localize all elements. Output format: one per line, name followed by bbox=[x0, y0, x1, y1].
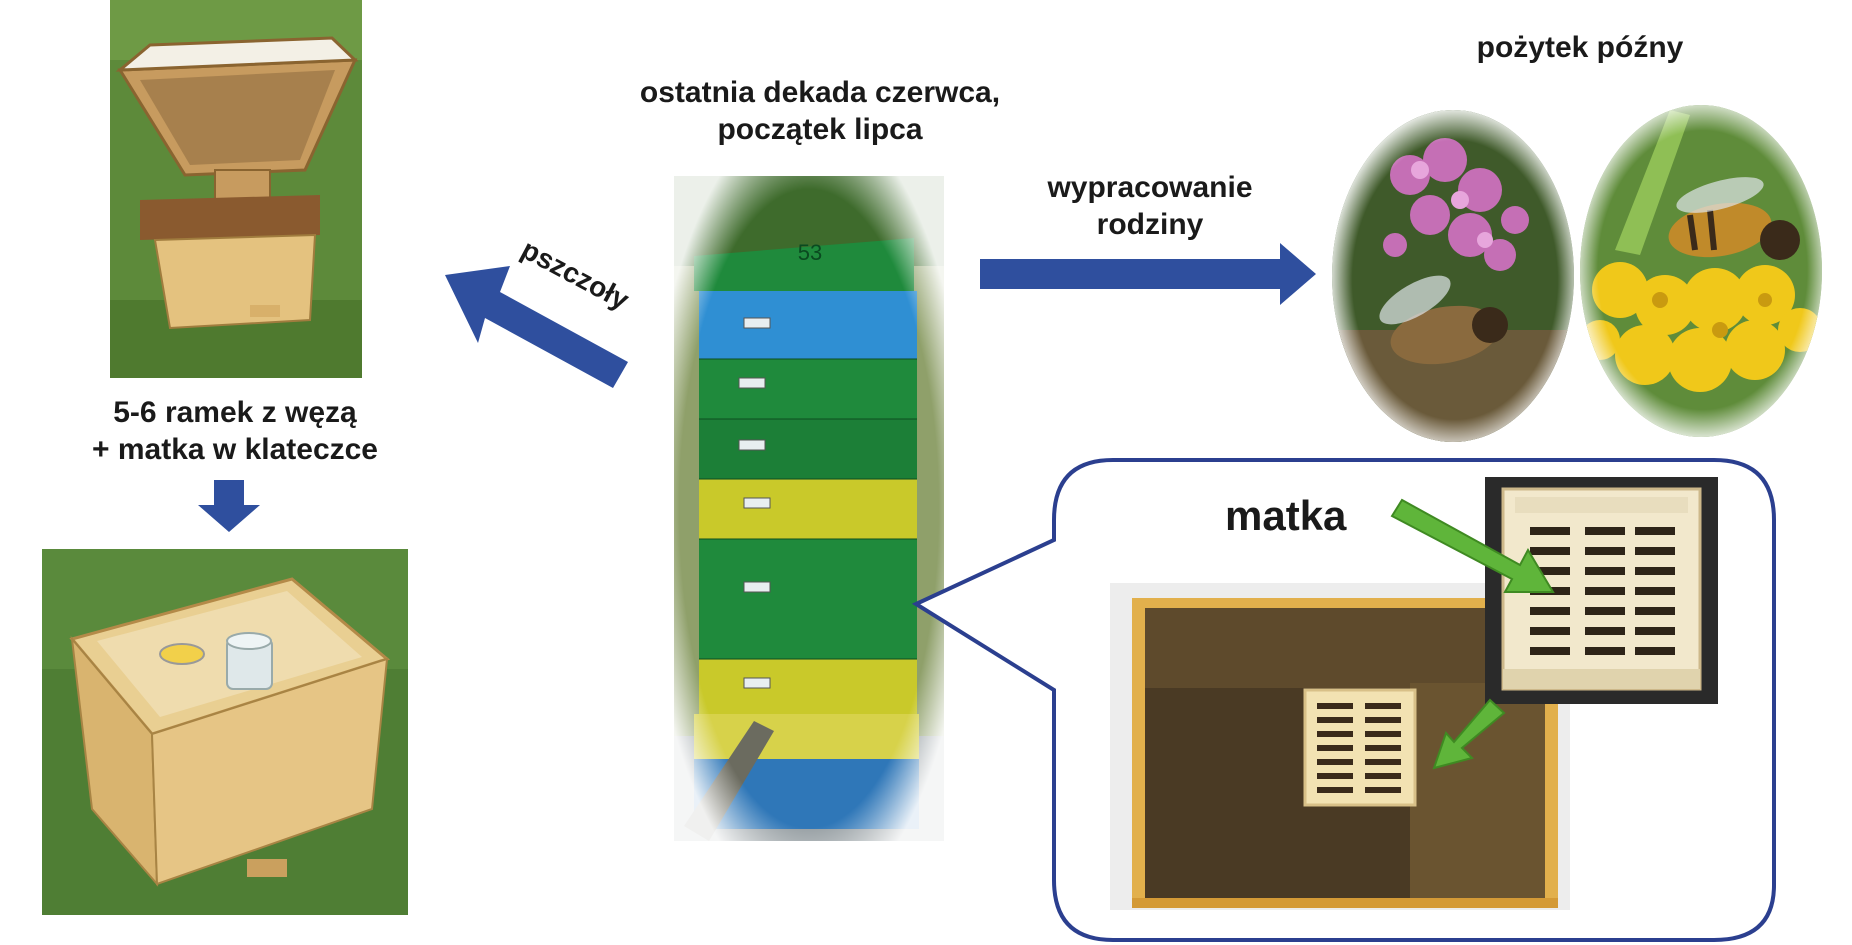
hive-box-number: 53 bbox=[797, 240, 823, 265]
develop-colony-line2: rodziny bbox=[1096, 207, 1204, 241]
develop-colony-line1: wypracowanie bbox=[1047, 171, 1253, 204]
queen-pointer-arrow bbox=[1390, 498, 1555, 593]
hive-photo bbox=[674, 176, 944, 841]
frames-label-line2: + matka w klateczce bbox=[91, 432, 378, 466]
frames-with-queen-label: 5-6 ramek z węzą + matka w klateczce bbox=[40, 395, 430, 468]
goldenrod-bee-photo bbox=[1580, 105, 1822, 437]
nucleus-box-photo bbox=[42, 549, 408, 915]
date-label-line2: początek lipca bbox=[717, 112, 923, 146]
develop-colony-label: wypracowanie rodziny bbox=[1025, 170, 1275, 243]
frames-label-line1: 5-6 ramek z węzą bbox=[113, 396, 357, 429]
date-label: ostatnia dekada czerwca, początek lipca bbox=[590, 75, 1050, 148]
funnel-box-photo bbox=[110, 0, 362, 378]
cage-zoom-arrow bbox=[1432, 698, 1506, 770]
late-forage-title: pożytek późny bbox=[1476, 31, 1684, 64]
down-arrow bbox=[198, 480, 260, 532]
develop-colony-arrow bbox=[980, 243, 1316, 305]
queen-label: matka bbox=[1225, 492, 1347, 539]
bees-arrow bbox=[445, 266, 628, 388]
date-label-line1: ostatnia dekada czerwca, bbox=[639, 76, 1001, 109]
